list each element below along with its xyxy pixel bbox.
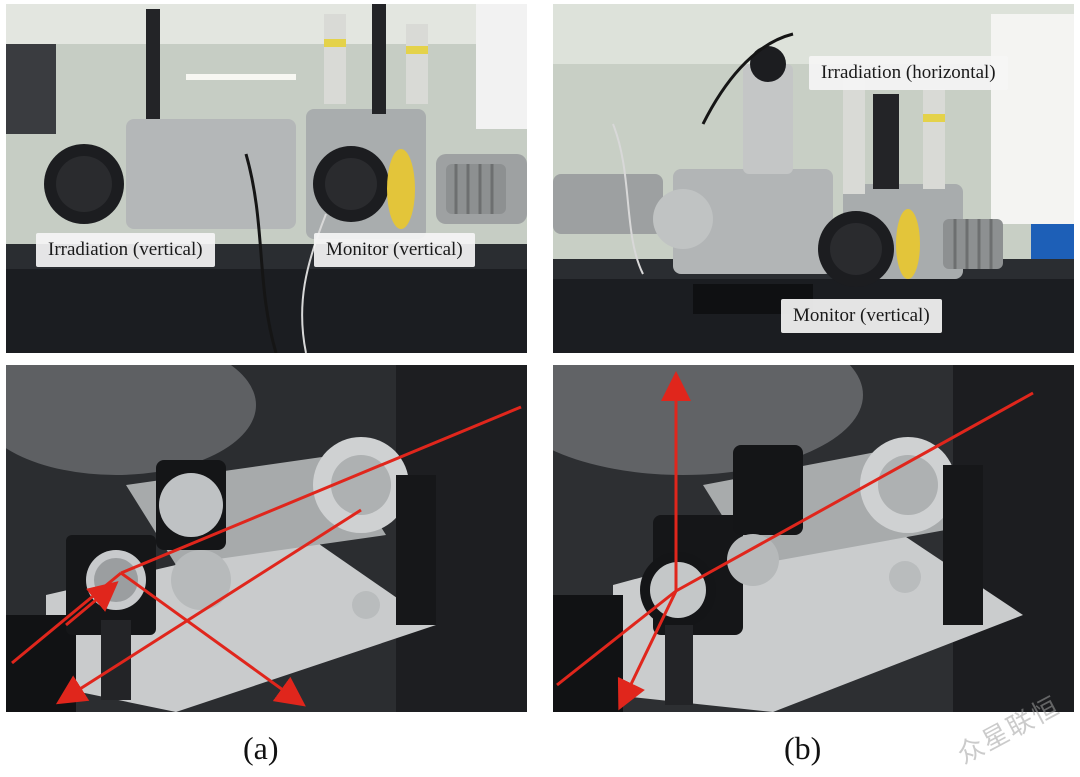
photo-b-top: Irradiation (horizontal) Monitor (vertic… [553, 4, 1074, 353]
monitor-label-b: Monitor (vertical) [781, 299, 942, 333]
irradiation-label-b: Irradiation (horizontal) [809, 56, 1008, 90]
vacuum-chamber-icon [6, 4, 527, 353]
caption-b: (b) [784, 730, 822, 766]
closeup-b [553, 365, 1074, 712]
vacuum-chamber-icon [553, 4, 1074, 353]
monitor-label-a: Monitor (vertical) [314, 233, 475, 267]
laser-beam-arrow-icon [553, 365, 1074, 712]
photo-a-top: Irradiation (vertical) Monitor (vertical… [6, 4, 527, 353]
caption-a: (a) [243, 730, 279, 766]
closeup-a [6, 365, 527, 712]
mirror-mount-icon [6, 365, 527, 712]
irradiation-label-a: Irradiation (vertical) [36, 233, 215, 267]
